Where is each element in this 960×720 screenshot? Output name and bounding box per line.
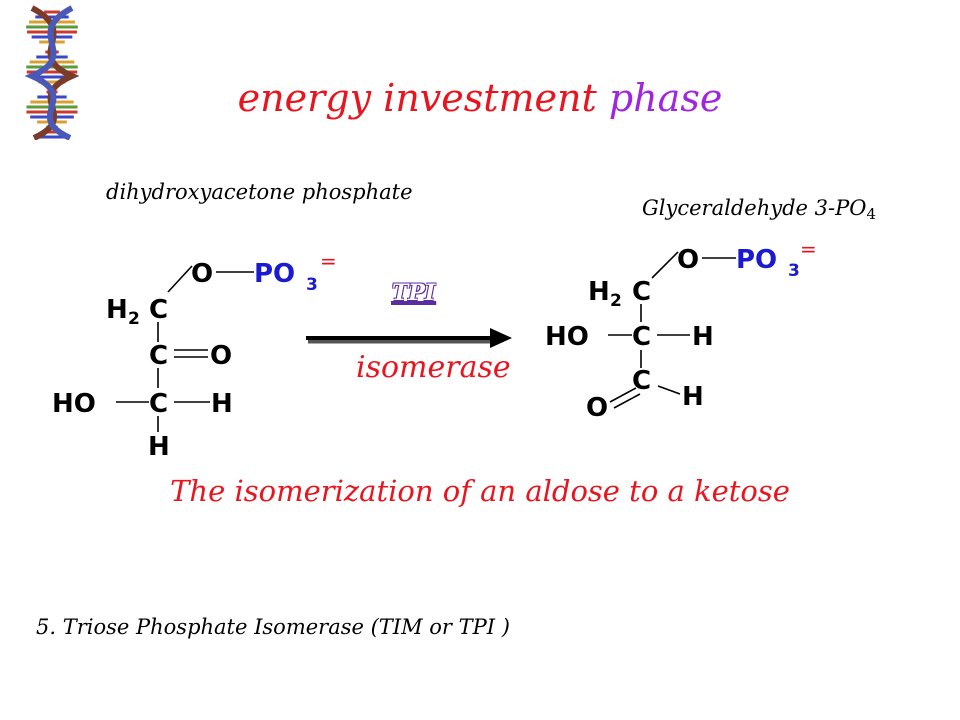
enzyme-label: isomerase [356,350,511,385]
reactant-atom-c2: C [149,341,168,371]
product-atom-c3: C [632,366,651,396]
product-atom-ho: HO [545,322,589,352]
reactant-atom-h-bottom: H [148,432,170,462]
title-part-2: phase [608,76,723,120]
product-charge: = [800,237,817,261]
reaction-arrow [306,328,512,348]
step-caption: 5. Triose Phosphate Isomerase (TIM or TP… [36,615,510,639]
reactant-atom-o-ester: O [191,259,213,289]
product-phosphate-subscript: 3 [788,261,800,281]
slide-title: energy investment phase [0,76,960,120]
product-phosphate: PO [736,245,777,275]
product-structure: O PO 3 = H 2 C HO C H C H O [545,237,817,423]
product-h-subscript: 2 [610,291,622,311]
product-name-text: Glyceraldehyde 3-PO [642,196,867,220]
dna-helix-icon [24,5,80,140]
title-part-1: energy investment [237,76,597,120]
product-atom-h-aldehyde: H [682,382,704,412]
reactant-phosphate: PO [254,259,295,289]
reactant-atom-h: H [106,295,128,325]
product-atom-o-ester: O [677,245,699,275]
reactant-atom-h-side: H [211,389,233,419]
reactant-atom-ho: HO [52,389,96,419]
reactant-structure: O PO 3 = H 2 C C O HO C H H [52,249,337,462]
reactant-name: dihydroxyacetone phosphate [106,180,413,204]
product-atom-c2: C [632,322,651,352]
reactant-atom-c1: C [149,295,168,325]
reactant-atom-o-ketone: O [210,341,232,371]
enzyme-abbr: TPI [392,280,436,306]
reaction-statement: The isomerization of an aldose to a keto… [170,474,790,508]
product-atom-h-side: H [692,322,714,352]
product-name: Glyceraldehyde 3-PO4 [642,196,876,223]
reactant-phosphate-subscript: 3 [306,275,318,295]
product-atom-c1: C [632,277,651,307]
reactant-h-subscript: 2 [128,309,140,329]
product-atom-o-aldehyde: O [586,393,608,423]
product-atom-h: H [588,277,610,307]
reactant-charge: = [320,249,337,273]
reactant-atom-c3: C [149,389,168,419]
product-name-subscript: 4 [866,205,876,223]
